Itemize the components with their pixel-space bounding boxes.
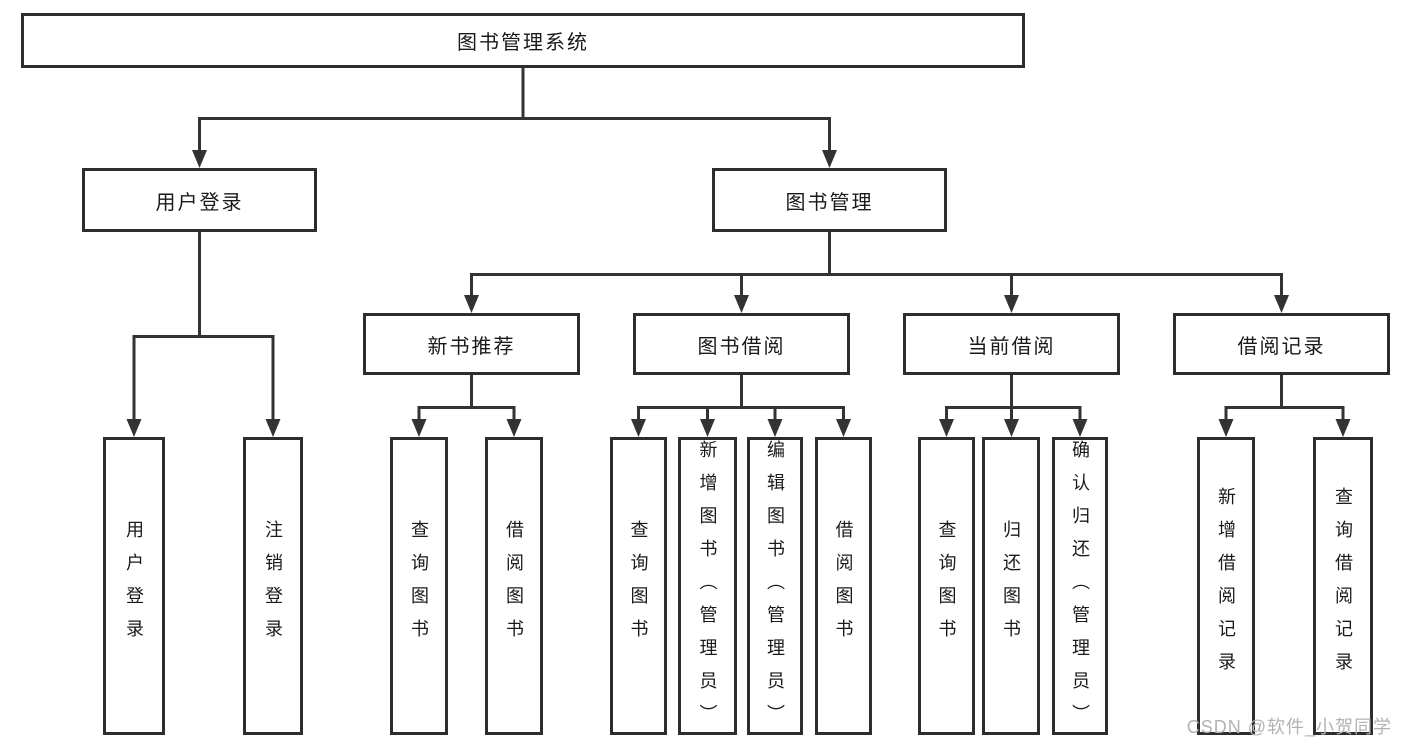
node-new-book-recommend: 新书推荐	[363, 313, 580, 375]
leaf-add-borrow-record: 新增借阅记录	[1197, 437, 1255, 735]
node-label: 图书借阅	[697, 335, 786, 358]
node-label: 借阅记录	[1237, 335, 1326, 358]
node-label: 图书管理系统	[457, 32, 589, 54]
leaf-borrow-book-recommend: 借阅图书	[485, 437, 543, 735]
node-label: 新增借阅记录	[1216, 487, 1236, 685]
node-label: 当前借阅	[967, 335, 1056, 358]
node-label: 归还图书	[1001, 520, 1021, 652]
node-label: 新增图书（管理员）	[697, 440, 718, 737]
node-library-system: 图书管理系统	[21, 13, 1025, 68]
leaf-query-book-recommend: 查询图书	[390, 437, 448, 735]
leaf-query-borrow-record: 查询借阅记录	[1313, 437, 1373, 735]
leaf-logout: 注销登录	[243, 437, 303, 735]
node-label: 新书推荐	[427, 335, 516, 358]
leaf-confirm-return-admin: 确认归还（管理员）	[1052, 437, 1108, 737]
node-label: 图书管理	[785, 191, 874, 214]
arrowheads	[126, 150, 1351, 437]
leaf-return-book: 归还图书	[982, 437, 1040, 735]
node-current-borrow: 当前借阅	[903, 313, 1120, 375]
node-label: 用户登录	[155, 191, 244, 214]
leaf-add-book-admin: 新增图书（管理员）	[678, 437, 737, 737]
node-label: 确认归还（管理员）	[1070, 440, 1090, 737]
node-label: 查询图书	[628, 520, 649, 652]
leaf-borrow-book: 借阅图书	[815, 437, 872, 735]
node-label: 编辑图书（管理员）	[765, 440, 785, 737]
node-label: 查询图书	[409, 520, 429, 652]
node-label: 注销登录	[263, 520, 283, 652]
node-label: 用户登录	[124, 520, 144, 652]
leaf-edit-book-admin: 编辑图书（管理员）	[747, 437, 803, 737]
leaf-query-current-borrow: 查询图书	[918, 437, 975, 735]
node-user-login: 用户登录	[82, 168, 317, 232]
node-label: 查询图书	[936, 520, 957, 652]
node-label: 查询借阅记录	[1333, 487, 1353, 685]
node-book-management: 图书管理	[712, 168, 947, 232]
node-label: 借阅图书	[504, 520, 524, 652]
leaf-user-login: 用户登录	[103, 437, 165, 735]
leaf-query-book: 查询图书	[610, 437, 667, 735]
node-borrow-records: 借阅记录	[1173, 313, 1390, 375]
node-book-borrow: 图书借阅	[633, 313, 850, 375]
csdn-watermark: CSDN @软件_小贺同学	[1186, 717, 1392, 737]
node-label: 借阅图书	[833, 520, 854, 652]
